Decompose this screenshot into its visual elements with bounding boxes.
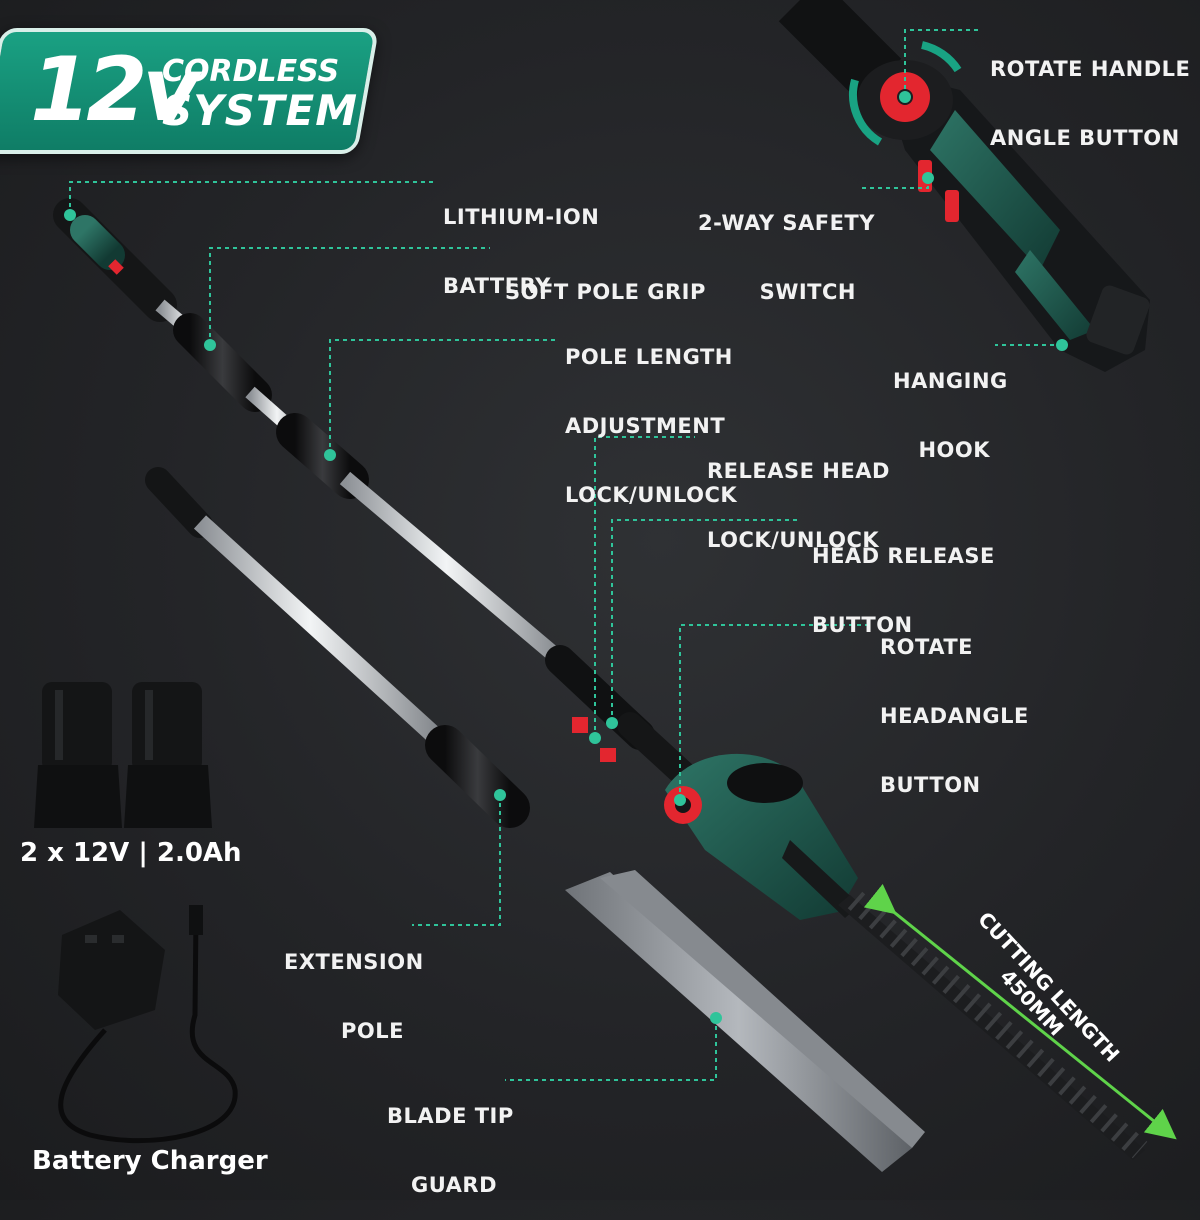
cutting-length-arrow [863, 883, 1177, 1140]
callout-pole-length: POLE LENGTH ADJUSTMENT LOCK/UNLOCK [565, 345, 738, 507]
cordless-system-badge: 12v CORDLESS SYSTEM [0, 28, 380, 154]
battery-pack-2 [124, 682, 212, 828]
handle-closeup [778, 0, 1150, 372]
badge-line1: CORDLESS [162, 54, 340, 89]
leader-lines [69, 29, 1062, 1081]
callout-rotate-head: ROTATE HEADANGLE BUTTON [880, 635, 1029, 797]
callout-safety-switch: 2-WAY SAFETY SWITCH [698, 211, 875, 304]
extension-pole-illustration [145, 467, 530, 828]
battery-spec: 2 x 12V | 2.0Ah [20, 838, 242, 868]
charger-illustration [58, 905, 238, 1144]
trimmer-head [664, 753, 860, 920]
callout-soft-grip: SOFT POLE GRIP [505, 280, 706, 304]
blade-guard-illustration [565, 870, 925, 1172]
callout-hanging-hook: HANGING HOOK [893, 369, 1008, 462]
callout-release-head-lock: RELEASE HEAD LOCK/UNLOCK [707, 459, 890, 552]
main-pole [53, 198, 703, 793]
callout-extension-pole: EXTENSION POLE [284, 950, 424, 1043]
badge-line2: SYSTEM [162, 86, 359, 135]
leader-dots [64, 91, 1068, 1024]
callout-head-release-button: HEAD RELEASE BUTTON [812, 544, 995, 637]
callout-battery: LITHIUM-ION BATTERY [443, 205, 600, 298]
callout-blade-guard: BLADE TIP GUARD [387, 1104, 514, 1197]
charger-label: Battery Charger [32, 1146, 268, 1176]
battery-pack-1 [34, 682, 122, 828]
callout-rotate-handle: ROTATE HANDLE ANGLE BUTTON [990, 57, 1191, 150]
